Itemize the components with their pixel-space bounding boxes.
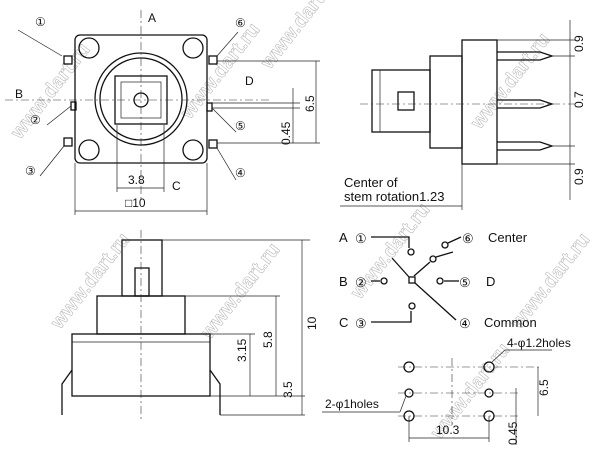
pin-label-5: ⑤ [235,119,246,133]
schematic-letter-b: B [339,274,348,289]
schematic-pin-3: ③ [355,316,367,331]
dim-body-size: □10 [125,196,146,210]
large-holes-note: 4-φ1.2holes [507,336,571,350]
schematic-pin-1: ① [355,231,367,246]
note-line-2: stem rotation1.23 [344,189,444,204]
watermark: www.dart.ru [46,229,135,334]
note-line-1: Center of [344,175,398,190]
side-view: 0.9 0.7 0.9 Center of stem rotation1.23 [340,20,586,210]
schematic-letter-c: C [339,315,348,330]
watermark: www.dart.ru [466,29,555,134]
pin-label-2: ② [30,113,41,127]
schematic-pin-2: ② [355,275,367,290]
schematic-pin-6: ⑥ [462,231,474,246]
dim-bottom: 0.9 [572,168,586,185]
dim-mid: 0.7 [572,91,586,108]
watermark: www.dart.ru [256,0,345,74]
direction-c: C [172,179,181,193]
watermarks: www.dart.ru www.dart.ru www.dart.ru www.… [6,0,595,444]
schematic-letter-a: A [339,230,348,245]
schematic-label-common: Common [484,315,537,330]
pcb-footprint: 4-φ1.2holes 2-φ1holes 10.3 6.5 0.45 [322,336,571,445]
dim-total-height: 10 [305,316,319,330]
direction-b: B [15,87,23,101]
dim-body-height: 5.8 [261,331,275,348]
front-view: 10 5.8 3.15 3.5 [61,230,319,420]
dim-offset: 0.45 [279,121,293,145]
dim-top: 0.9 [572,35,586,52]
direction-d: D [245,74,254,88]
pin-label-1: ① [35,15,46,29]
dim-stem-width: 3.8 [128,173,145,187]
dim-pin-length: 3.5 [281,381,295,398]
small-holes-note: 2-φ1holes [325,397,379,411]
pin-label-4: ④ [235,166,246,180]
schematic-pin-5: ⑤ [459,275,471,290]
switch-schematic: A ① B ② C ③ ⑥ Center ⑤ D ④ Common [339,230,537,331]
direction-a: A [148,11,156,25]
watermark: www.dart.ru [196,239,285,344]
dim-base-height: 3.15 [235,338,249,362]
pin-label-6: ⑥ [235,16,246,30]
pin-label-3: ③ [25,164,36,178]
schematic-pin-4: ④ [459,316,471,331]
dim-footprint-offset: 0.45 [506,421,520,445]
schematic-label-center: Center [488,230,528,245]
top-view: ① ② ③ ④ ⑤ ⑥ A B C D 3.8 □10 6.5 0.45 [5,10,320,215]
dim-pin-pitch: 6.5 [303,95,317,112]
dim-footprint-width: 10.3 [436,423,460,437]
dim-footprint-pitch: 6.5 [537,379,551,396]
schematic-label-d: D [486,274,495,289]
